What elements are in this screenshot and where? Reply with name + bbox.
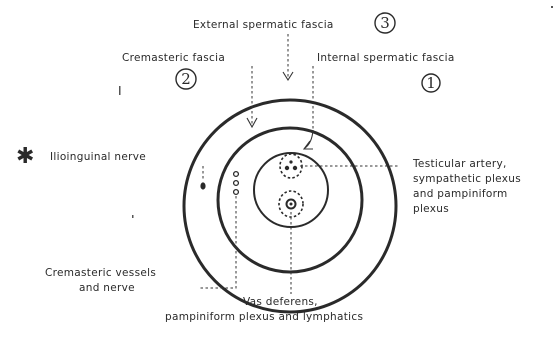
external-fascia-number: 3 — [375, 13, 395, 33]
testicular-artery-label-line4: plexus — [413, 203, 449, 215]
ilioinguinal-nerve-label: Ilioinguinal nerve — [50, 151, 146, 163]
svg-text:1: 1 — [426, 74, 436, 92]
vas-deferens-label-line2: pampiniform plexus and lymphatics — [165, 311, 363, 323]
external-spermatic-fascia-ring — [184, 100, 396, 312]
cremasteric-vessels-label-line2: and nerve — [79, 282, 135, 294]
svg-text:3: 3 — [380, 14, 390, 32]
internal-fascia-number: 1 — [422, 74, 440, 92]
ilioinguinal-nerve-dot — [200, 182, 205, 189]
testicular-artery-label-line2: sympathetic plexus — [413, 173, 521, 185]
internal-spermatic-fascia-ring — [254, 153, 328, 227]
vas-deferens-label-line1: Vas deferens, — [243, 296, 318, 308]
testicular-artery-label-line3: and pampiniform — [413, 188, 508, 200]
internal-fascia-label: Internal spermatic fascia — [317, 52, 455, 64]
testicular-artery-label-line1: Testicular artery, — [412, 158, 507, 170]
cremasteric-fascia-label: Cremasteric fascia — [122, 52, 225, 64]
cremasteric-vessels-label-line1: Cremasteric vessels — [45, 267, 156, 279]
cremasteric-fascia-number: 2 — [176, 69, 196, 89]
external-fascia-label: External spermatic fascia — [193, 19, 334, 31]
testicular-artery-cluster — [280, 154, 302, 178]
ilioinguinal-asterisk-icon: ✱ — [16, 144, 34, 169]
cremasteric-vessels-marks — [234, 172, 239, 195]
svg-text:2: 2 — [181, 70, 191, 88]
